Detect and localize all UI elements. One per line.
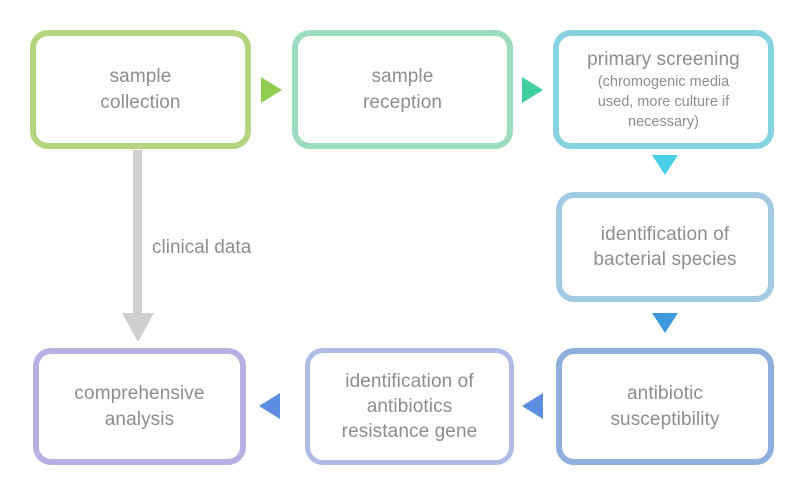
node-antibiotic-susceptibility[interactable]: antibiotic susceptibility [556,348,774,465]
node-sample-reception-line2: reception [362,91,443,113]
node-antibiotic-susceptibility-line2: susceptibility [610,408,720,430]
connector-label-clinical-data: clinical data [152,237,252,258]
node-comprehensive-analysis[interactable]: comprehensive analysis [33,348,246,465]
node-resistance-gene-line1: identification of [345,370,474,392]
node-resistance-gene-line2: antibiotics [366,395,453,417]
node-identification-of-bacterial-species[interactable]: identification of bacterial species [556,192,774,302]
arrow-down-icon-clinical-data [118,150,162,342]
node-sample-collection-line1: sample [109,66,172,88]
node-comprehensive-analysis-line2: analysis [104,408,175,430]
node-identification-of-bacterial-species-line2: bacterial species [593,249,737,270]
node-sample-collection-line2: collection [100,91,181,113]
node-sample-collection-text: sample collection [36,64,245,114]
arrow-down-icon-species-to-susceptibility [652,313,678,333]
node-identification-of-bacterial-species-text: identification of bacterial species [562,222,768,272]
node-sample-reception-text: sample reception [298,64,507,114]
arrow-shaft [133,150,142,317]
node-identification-of-antibiotics-resistance-gene-text: identification of antibiotics resistance… [310,369,509,444]
node-resistance-gene-line3: resistance gene [341,421,478,443]
node-identification-of-antibiotics-resistance-gene[interactable]: identification of antibiotics resistance… [305,348,514,465]
node-primary-screening-text: primary screening (chromogenic media use… [559,47,768,132]
node-primary-screening[interactable]: primary screening (chromogenic media use… [553,30,774,149]
node-identification-of-bacterial-species-line1: identification of [600,223,730,245]
arrow-down-icon-screening-to-species [652,155,678,175]
node-comprehensive-analysis-line1: comprehensive [74,383,205,405]
node-antibiotic-susceptibility-text: antibiotic susceptibility [562,381,768,431]
node-primary-screening-sub-line1: (chromogenic media [597,74,730,91]
arrow-head [122,313,154,342]
node-antibiotic-susceptibility-line1: antibiotic [627,383,703,405]
node-sample-reception-line1: sample [371,66,434,88]
arrow-right-icon-reception-to-screening [522,77,543,103]
arrow-left-icon-gene-to-analysis [259,393,280,419]
node-sample-collection[interactable]: sample collection [30,30,251,149]
node-primary-screening-title: primary screening [587,49,740,71]
arrow-left-icon-susceptibility-to-gene [522,393,543,419]
arrow-right-icon-collection-to-reception [261,77,282,103]
node-sample-reception[interactable]: sample reception [292,30,513,149]
node-primary-screening-sub-line2: used, more culture if [597,94,730,111]
node-primary-screening-sub-line3: necessary) [628,113,699,130]
node-comprehensive-analysis-text: comprehensive analysis [39,381,240,431]
